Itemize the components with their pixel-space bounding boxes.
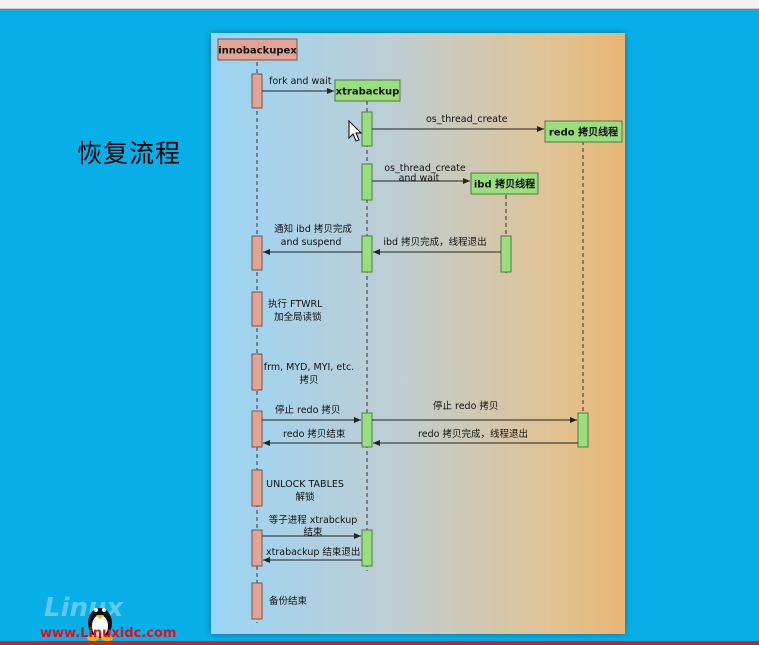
msg-wait-child-2: 结束 xyxy=(303,526,323,538)
actor-innobackupex-label: innobackupex xyxy=(218,46,297,57)
msg-os-thread-create-wait-2: and wait xyxy=(399,173,440,184)
sequence-diagram: innobackupex xtrabackup redo 拷贝线程 ibd 拷贝… xyxy=(217,38,623,623)
msg-notify-1: 通知 ibd 拷贝完成 xyxy=(274,223,352,235)
activation-bar xyxy=(361,163,373,201)
activation-bar xyxy=(251,353,263,391)
msg-redo-done: redo 拷贝完成，线程退出 xyxy=(418,428,528,440)
msg-unlock-2: 解锁 xyxy=(295,491,315,503)
msg-stop-redo-left: 停止 redo 拷贝 xyxy=(275,404,340,416)
actor-ibd-thread: ibd 拷贝线程 xyxy=(470,172,539,195)
activation-bar xyxy=(251,410,263,448)
msg-frm-1: frm, MYD, MYI, etc. xyxy=(264,362,354,373)
activation-bar xyxy=(361,111,373,147)
tux-penguin-icon xyxy=(87,608,113,641)
msg-os-thread-create: os_thread_create xyxy=(426,114,508,125)
msg-fork-wait: fork and wait xyxy=(269,76,332,87)
actor-ibd-thread-label: ibd 拷贝线程 xyxy=(474,178,535,191)
sequence-diagram-panel: innobackupex xtrabackup redo 拷贝线程 ibd 拷贝… xyxy=(211,33,625,634)
bottom-bar xyxy=(0,641,759,645)
slide-title: 恢复流程 xyxy=(77,139,182,168)
window-top-bar xyxy=(0,0,759,9)
activation-bar xyxy=(361,412,373,448)
activation-bar xyxy=(361,529,373,567)
msg-frm-2: 拷贝 xyxy=(299,374,318,386)
activation-bar xyxy=(251,529,263,567)
watermark-url: www.Linuxidc.com xyxy=(40,626,177,641)
msg-xtrabackup-exit: xtrabackup 结束退出 xyxy=(266,546,360,558)
mouse-cursor-icon xyxy=(348,119,363,142)
msg-os-thread-create-wait-1: os_thread_create xyxy=(384,163,466,174)
msg-backup-end: 备份结束 xyxy=(269,595,308,607)
actor-xtrabackup-label: xtrabackup xyxy=(336,87,400,98)
msg-ftwrl-2: 加全局读锁 xyxy=(274,311,322,323)
activation-bar xyxy=(251,469,263,507)
msg-wait-child-1: 等子进程 xtrabckup xyxy=(269,514,358,526)
message-arrows xyxy=(262,88,578,563)
activation-bar xyxy=(500,235,512,273)
activation-bar xyxy=(251,73,263,109)
innobackupex-activations xyxy=(251,73,263,620)
thread-activations xyxy=(361,111,589,567)
msg-unlock-1: UNLOCK TABLES xyxy=(266,479,344,490)
activation-bar xyxy=(251,235,263,271)
msg-ftwrl-1: 执行 FTWRL xyxy=(268,298,323,310)
msg-redo-end: redo 拷贝结束 xyxy=(283,428,346,440)
msg-ibd-done: ibd 拷贝完成，线程退出 xyxy=(383,236,486,248)
actor-redo-thread-label: redo 拷贝线程 xyxy=(549,126,618,139)
activation-bar xyxy=(577,412,589,448)
activation-bar xyxy=(251,582,263,620)
activation-bar xyxy=(251,291,263,327)
msg-stop-redo-right: 停止 redo 拷贝 xyxy=(433,400,498,412)
actor-innobackupex: innobackupex xyxy=(217,38,298,61)
actor-xtrabackup: xtrabackup xyxy=(334,79,401,102)
actor-redo-thread: redo 拷贝线程 xyxy=(544,120,623,143)
msg-notify-2: and suspend xyxy=(281,237,342,248)
activation-bar xyxy=(361,235,373,273)
